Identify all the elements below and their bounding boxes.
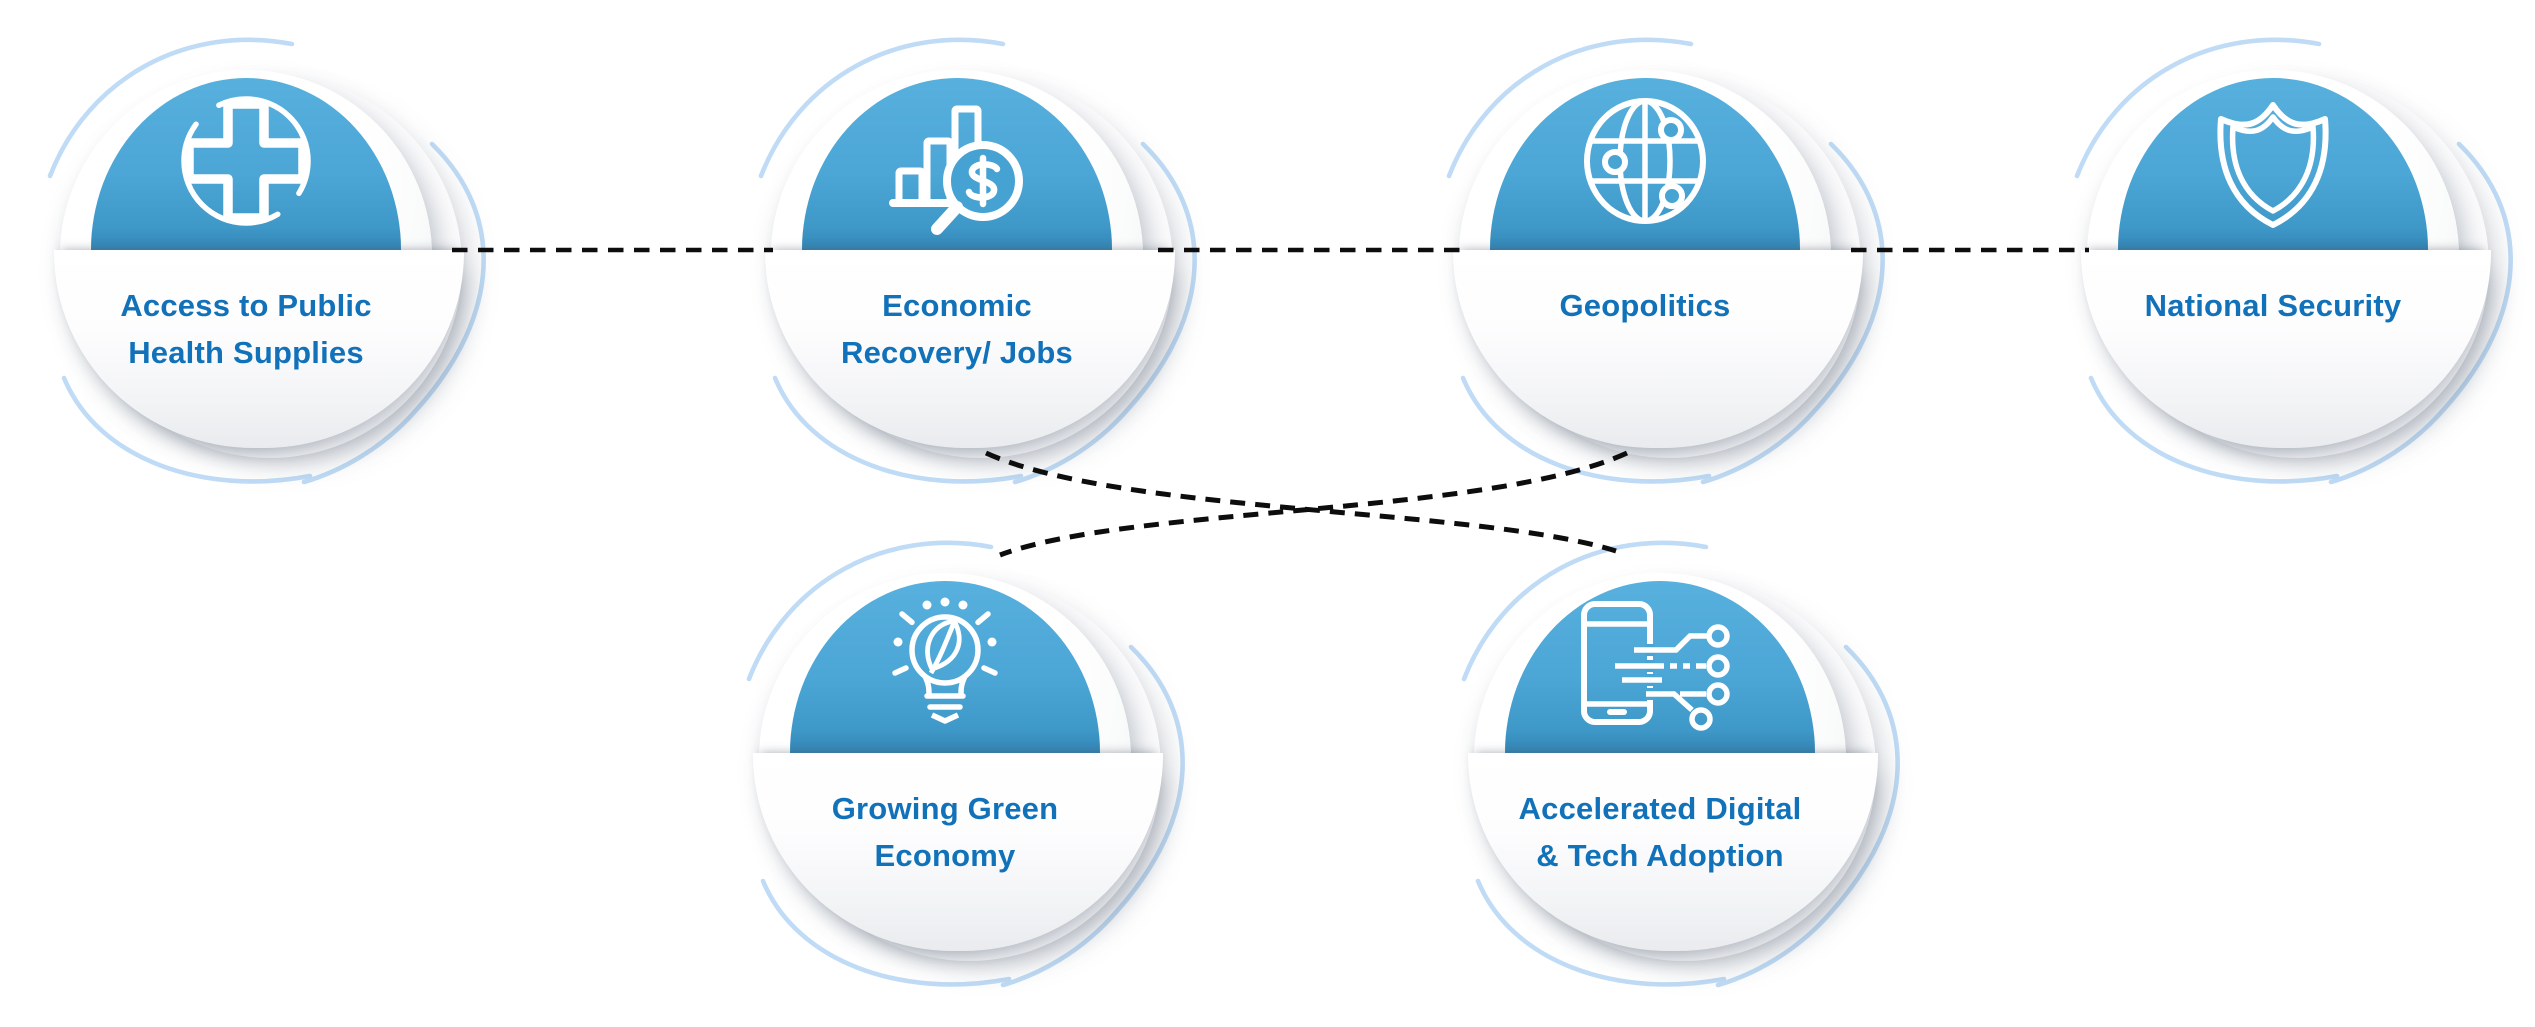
node-label: Economic Recovery/ Jobs — [765, 282, 1149, 376]
label-line: Geopolitics — [1559, 288, 1731, 323]
node-national-security: National Security — [2053, 36, 2513, 485]
label-line: Accelerated Digital — [1518, 791, 1802, 826]
medical-cross-icon — [181, 96, 311, 226]
orbit-arcs — [47, 37, 486, 485]
label-line: National Security — [2144, 288, 2402, 323]
label-line: Growing Green — [831, 791, 1059, 826]
node-label: Geopolitics — [1453, 282, 1837, 329]
bar-chart-dollar-magnifier-icon — [889, 105, 1023, 235]
smartphone-circuit-icon — [1581, 601, 1730, 731]
node-economic-recovery-jobs: Economic Recovery/ Jobs — [737, 36, 1197, 485]
label-line: Economy — [874, 838, 1016, 873]
node-access-public-health-supplies: Access to Public Health Supplies — [26, 36, 486, 485]
node-geopolitics: Geopolitics — [1425, 36, 1885, 485]
node-label: Accelerated Digital & Tech Adoption — [1468, 785, 1852, 879]
orbit-arcs — [1461, 540, 1900, 988]
label-line: & Tech Adoption — [1536, 838, 1784, 873]
globe-network-icon — [1584, 98, 1706, 224]
node-growing-green-economy: Growing Green Economy — [725, 539, 1185, 988]
orbit-arcs — [2074, 37, 2513, 485]
orbit-arcs — [746, 540, 1185, 988]
label-line: Recovery/ Jobs — [841, 335, 1073, 370]
label-line: Health Supplies — [128, 335, 364, 370]
node-label: National Security — [2081, 282, 2465, 329]
node-accelerated-digital-tech-adoption: Accelerated Digital & Tech Adoption — [1440, 539, 1900, 988]
node-label: Access to Public Health Supplies — [54, 282, 438, 376]
node-label: Growing Green Economy — [753, 785, 1137, 879]
eco-lightbulb-icon — [892, 597, 998, 724]
label-line: Access to Public — [120, 288, 372, 323]
label-line: Economic — [882, 288, 1032, 323]
shield-icon — [2217, 102, 2329, 228]
